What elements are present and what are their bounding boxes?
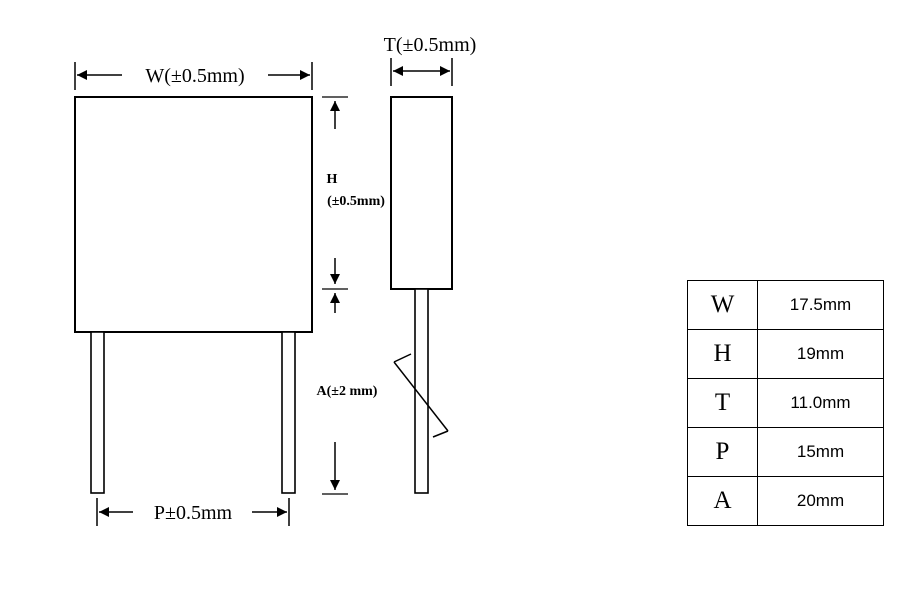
- lead-break-tick-bottom: [432, 430, 449, 438]
- thickness-label: T(±0.5mm): [384, 34, 477, 56]
- lead-right: [281, 331, 296, 494]
- dimension-symbol: W: [687, 280, 758, 330]
- width-dimension: W(±0.5mm): [74, 62, 313, 90]
- lead-left: [90, 331, 105, 494]
- pitch-dimension: P±0.5mm: [96, 498, 290, 526]
- lead-break-line: [393, 361, 449, 432]
- lead-length-label: A(±2 mm): [317, 384, 378, 399]
- lead-side: [414, 288, 429, 494]
- lead-break-tick-top: [393, 353, 412, 363]
- dimension-symbol: P: [687, 427, 758, 477]
- capacitor-body-side: [390, 96, 453, 290]
- thickness-dimension: T(±0.5mm): [384, 34, 477, 86]
- height-label-letter: H: [327, 172, 338, 187]
- capacitor-body-front: [74, 96, 313, 333]
- height-label-tolerance: (±0.5mm): [327, 194, 385, 209]
- side-view: [390, 96, 453, 494]
- front-view: [74, 96, 313, 494]
- width-label: W(±0.5mm): [145, 65, 244, 87]
- dimension-value: 19mm: [757, 329, 884, 379]
- pitch-label: P±0.5mm: [154, 502, 233, 524]
- dimension-symbol: A: [687, 476, 758, 526]
- lead-length-dimension: A(±2 mm): [317, 293, 378, 495]
- dimension-symbol: T: [687, 378, 758, 428]
- dimension-value: 17.5mm: [757, 280, 884, 330]
- dimension-value: 11.0mm: [757, 378, 884, 428]
- dimension-value: 20mm: [757, 476, 884, 526]
- dimension-value: 15mm: [757, 427, 884, 477]
- height-dimension: H (±0.5mm): [322, 96, 385, 290]
- dimension-symbol: H: [687, 329, 758, 379]
